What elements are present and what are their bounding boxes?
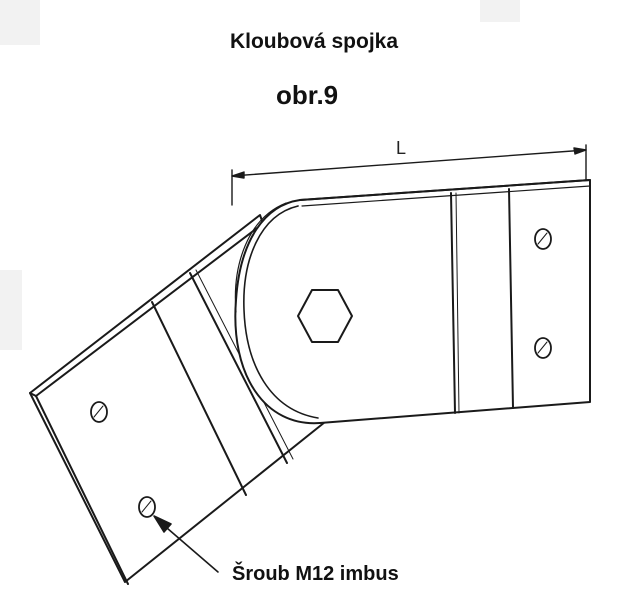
scan-artifact: [480, 0, 520, 22]
hole: [534, 228, 552, 250]
mounting-holes: [90, 228, 552, 518]
callout-arrow: [153, 515, 219, 573]
straight-plate: [234, 179, 591, 425]
drawing-title: Kloubová spojka: [229, 30, 399, 53]
dimension-line: [231, 144, 587, 206]
hole: [138, 496, 156, 518]
figure-number: obr.9: [276, 80, 339, 110]
dimension-label: L: [396, 138, 407, 158]
scan-artifact: [0, 0, 40, 45]
scan-artifact: [0, 270, 22, 350]
hex-bolt-icon: [297, 289, 353, 343]
hole: [534, 337, 552, 359]
hole: [90, 401, 108, 423]
bolt-callout-label: Šroub M12 imbus: [232, 563, 399, 585]
